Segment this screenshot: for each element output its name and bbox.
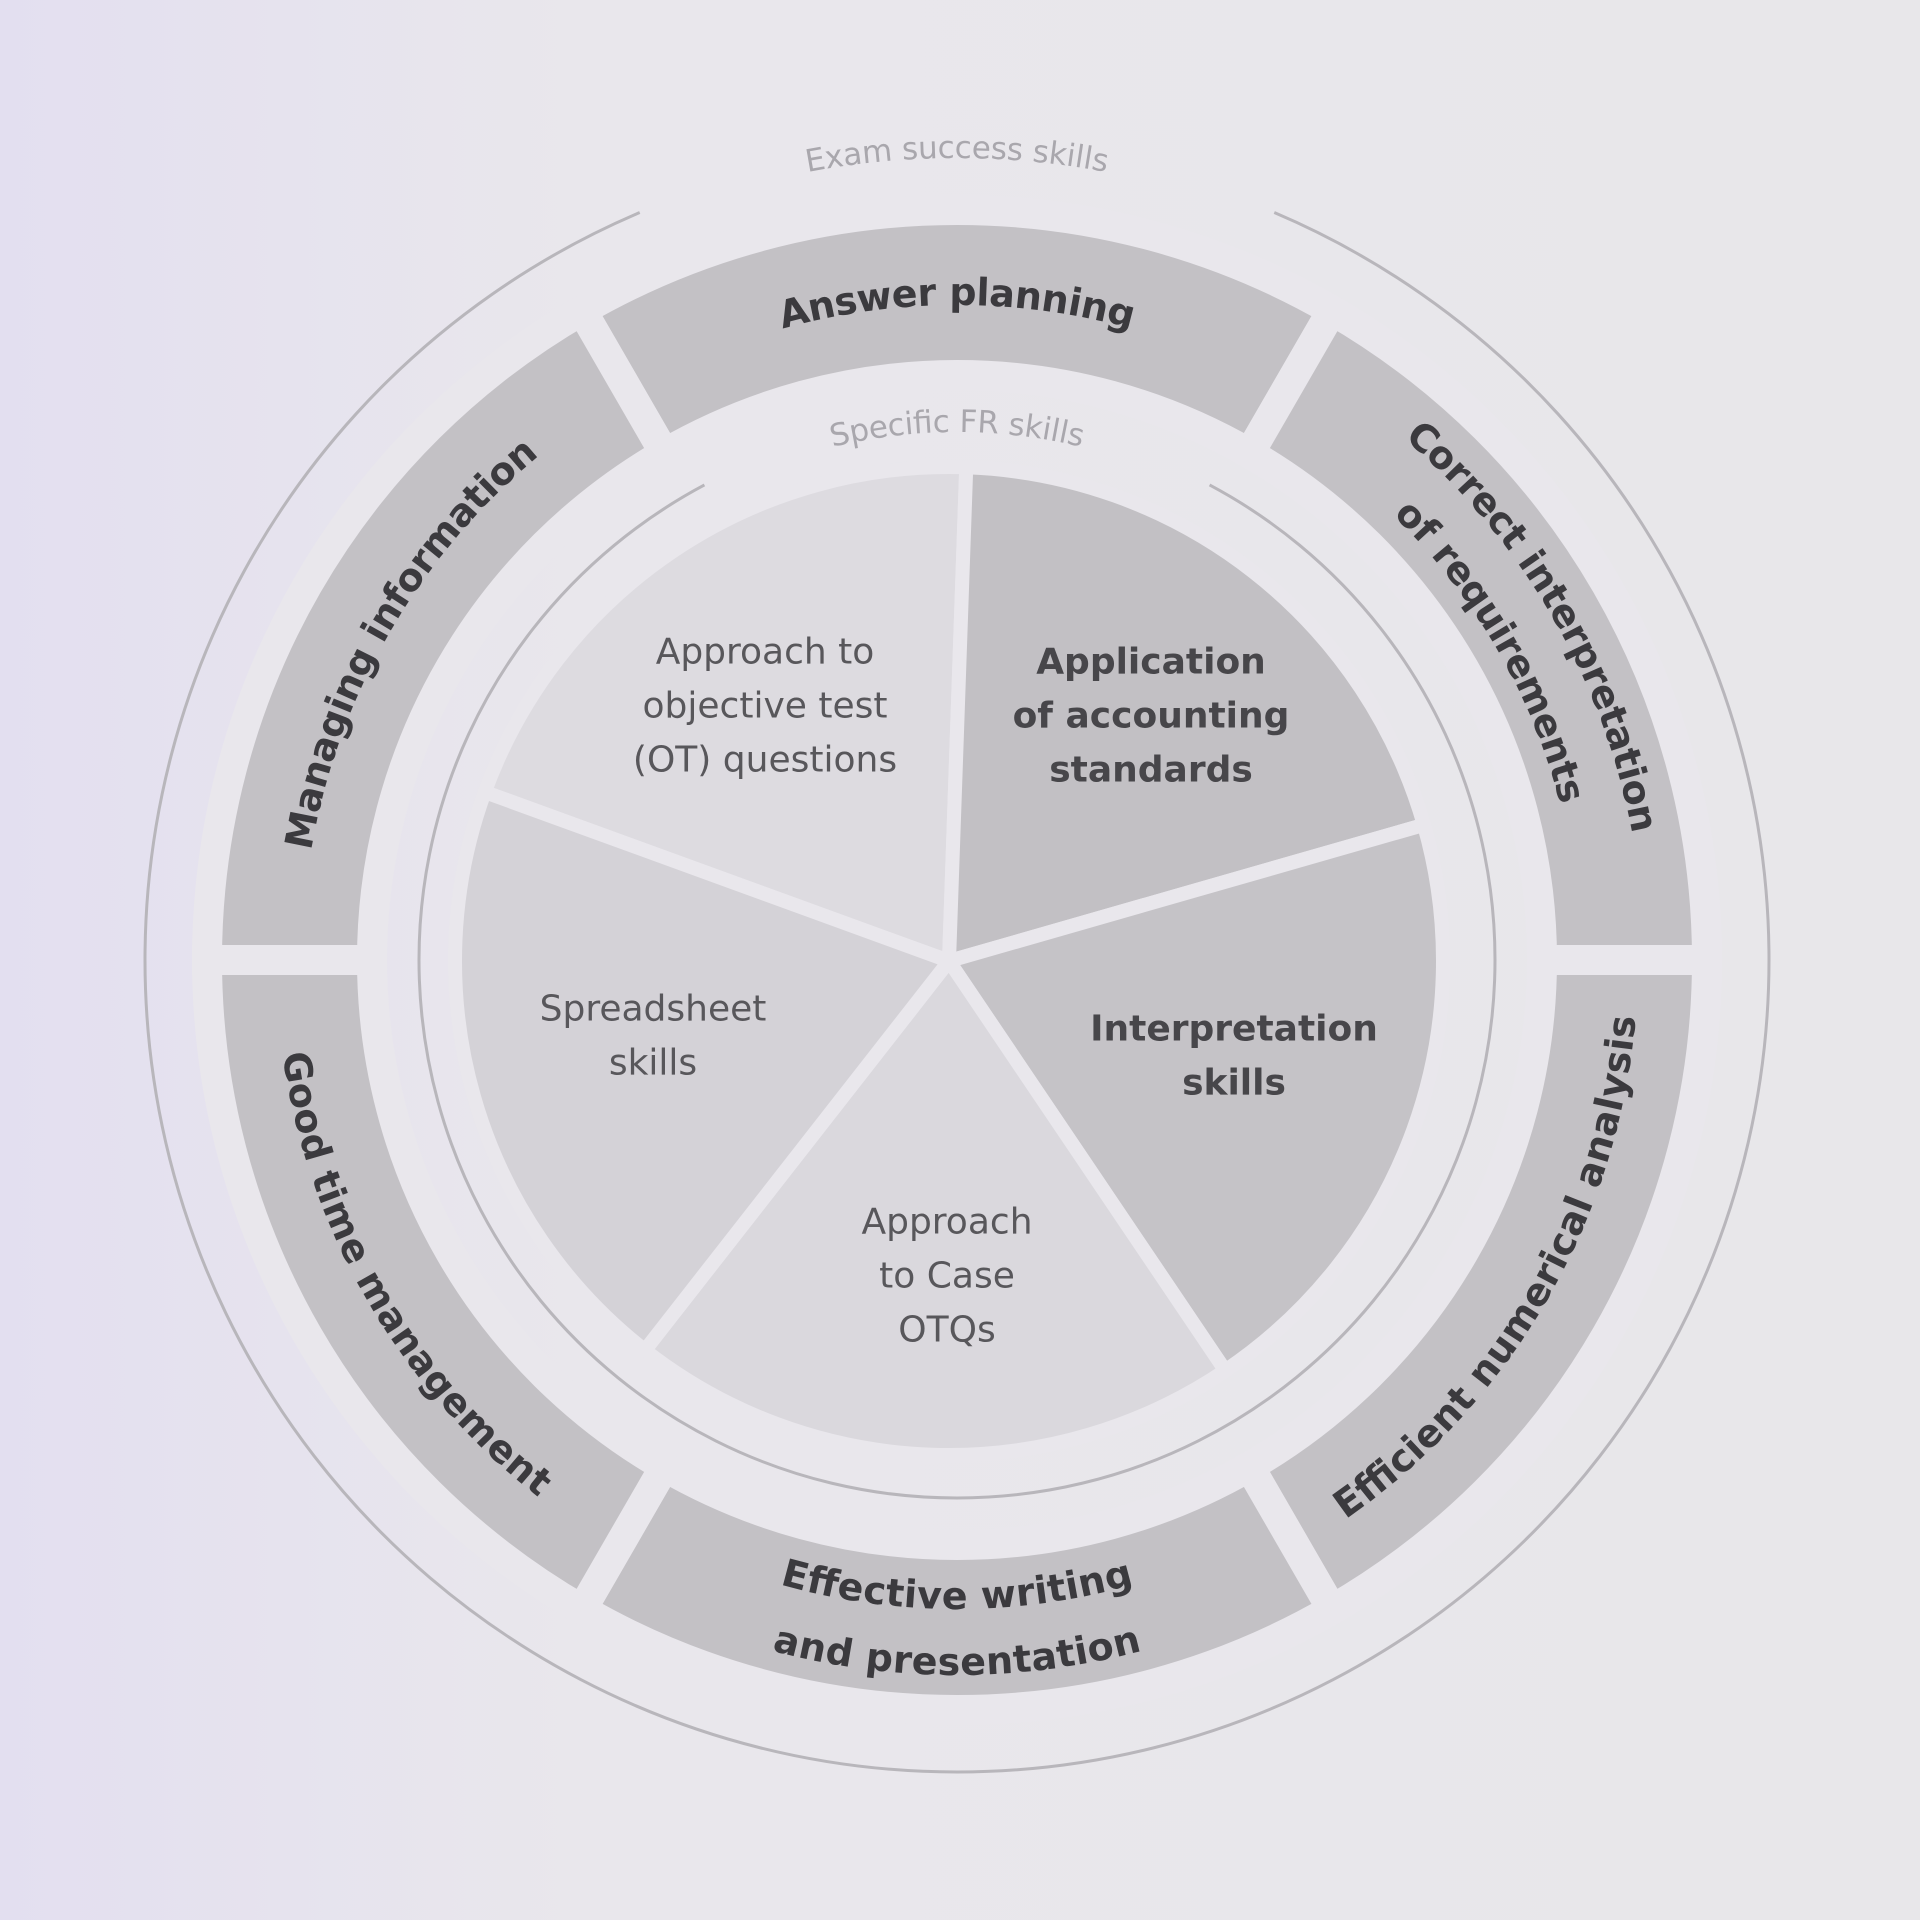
inner-ring-title-text: Specific FR skills [826, 404, 1088, 455]
slice-label-interpretation-skills: Interpretation [1090, 1009, 1378, 1050]
slice-label-approach-to-ot-questions: objective test [643, 686, 888, 727]
slice-label-spreadsheet-skills: Spreadsheet [540, 989, 767, 1030]
slice-label-approach-to-case-otqs: Approach [861, 1202, 1032, 1243]
outer-ring-title-text: Exam success skills [803, 130, 1112, 180]
pie-slice-spreadsheet-skills [448, 785, 956, 1358]
pie-slice-application-of-accounting-standards [942, 460, 1431, 968]
slice-label-application-of-accounting-standards: standards [1049, 750, 1253, 791]
slice-label-interpretation-skills: skills [1182, 1063, 1286, 1104]
inner-ring-title: Specific FR skills [826, 404, 1088, 455]
slice-label-approach-to-case-otqs: OTQs [898, 1310, 995, 1351]
slice-label-application-of-accounting-standards: Application [1036, 642, 1266, 683]
slice-label-application-of-accounting-standards: of accounting [1013, 696, 1290, 737]
outer-ring-line [143, 211, 1771, 1774]
slice-label-approach-to-ot-questions: Approach to [656, 632, 875, 673]
pie-slice-approach-to-case-otqs [637, 954, 1233, 1462]
slice-label-approach-to-case-otqs: to Case [879, 1256, 1015, 1297]
band-segment-managing-information [191, 289, 685, 975]
inner-ring-line [417, 483, 1497, 1500]
slice-label-spreadsheet-skills: skills [609, 1043, 697, 1084]
fr-skills-pie [448, 460, 1450, 1462]
pie-slice-interpretation-skills [942, 817, 1450, 1378]
outer-ring-title: Exam success skills [803, 130, 1112, 180]
pie-slice-approach-to-ot-questions [477, 460, 974, 968]
exam-success-bands [191, 195, 1723, 1725]
slice-label-approach-to-ot-questions: (OT) questions [633, 740, 897, 781]
outer-ring-group [143, 211, 1771, 1774]
